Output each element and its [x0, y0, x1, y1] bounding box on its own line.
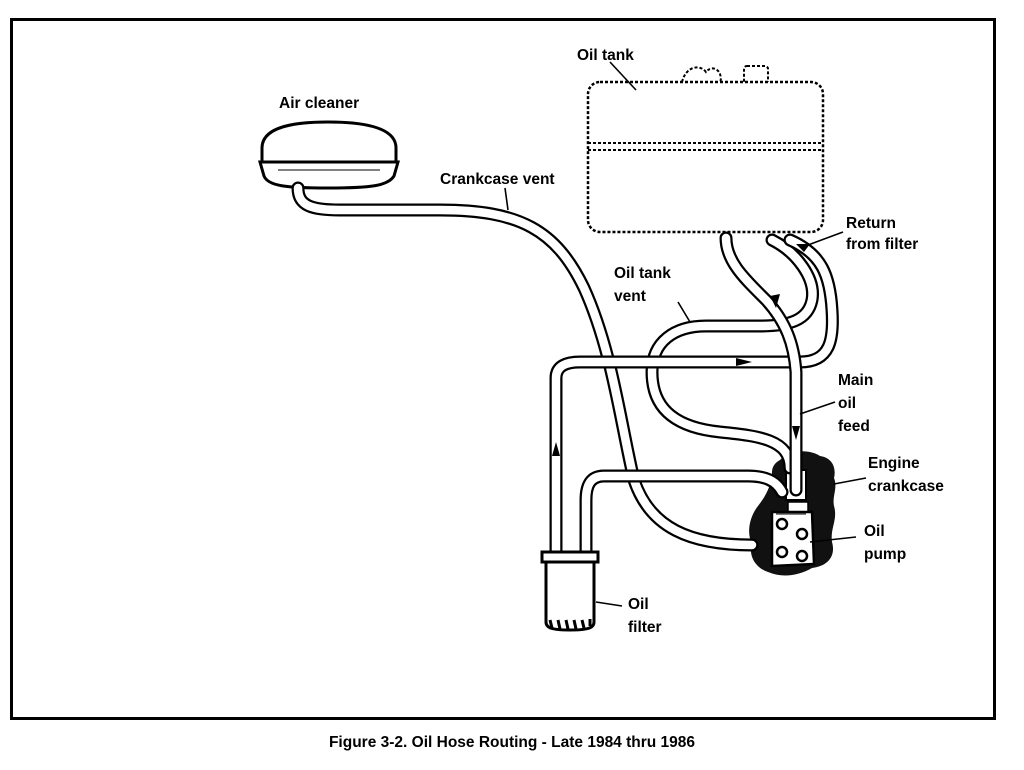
label-oil-tank-vent-line2: vent	[614, 288, 646, 305]
leader-lines	[504, 61, 867, 607]
arrow-up-return	[796, 244, 810, 252]
label-oil-tank-vent-line1: Oil tank	[614, 265, 671, 282]
flow-arrows	[552, 244, 810, 456]
oil-tank	[586, 65, 825, 234]
label-main-oil-feed-line2: oil	[838, 395, 856, 412]
oil-tank-vent-hose	[645, 233, 819, 475]
labels: Oil tank Air cleaner Crankcase vent Retu…	[279, 47, 944, 636]
air-cleaner	[258, 120, 400, 190]
label-oil-tank: Oil tank	[577, 47, 634, 64]
arrow-down	[792, 426, 800, 440]
arrow-down-tank	[770, 294, 780, 308]
label-engine-crankcase-line1: Engine	[868, 455, 920, 472]
label-oil-pump-line2: pump	[864, 546, 906, 563]
label-return-line2: from filter	[846, 236, 918, 253]
arrow-right	[736, 358, 752, 366]
label-return-line1: Return	[846, 215, 896, 232]
filter-feed-hose	[579, 469, 789, 559]
oil-filter	[540, 550, 600, 632]
figure-frame	[10, 18, 996, 720]
main-oil-feed-hose	[719, 231, 803, 497]
label-crankcase-vent: Crankcase vent	[440, 171, 555, 188]
crankcase-vent-hose	[291, 181, 759, 552]
oil-pump	[770, 510, 816, 568]
label-oil-pump-line1: Oil	[864, 523, 885, 540]
label-oil-filter-line2: filter	[628, 619, 662, 636]
figure-caption: Figure 3-2. Oil Hose Routing - Late 1984…	[328, 734, 696, 751]
label-main-oil-feed-line1: Main	[838, 372, 873, 389]
label-main-oil-feed-line3: feed	[838, 418, 870, 435]
label-engine-crankcase-line2: crankcase	[868, 478, 944, 495]
arrow-up	[552, 442, 560, 456]
label-oil-filter-line1: Oil	[628, 596, 649, 613]
return-from-filter-hose	[549, 233, 839, 559]
oil-hose-diagram: Oil tank Air cleaner Crankcase vent Retu…	[258, 47, 944, 636]
label-air-cleaner: Air cleaner	[279, 95, 359, 112]
